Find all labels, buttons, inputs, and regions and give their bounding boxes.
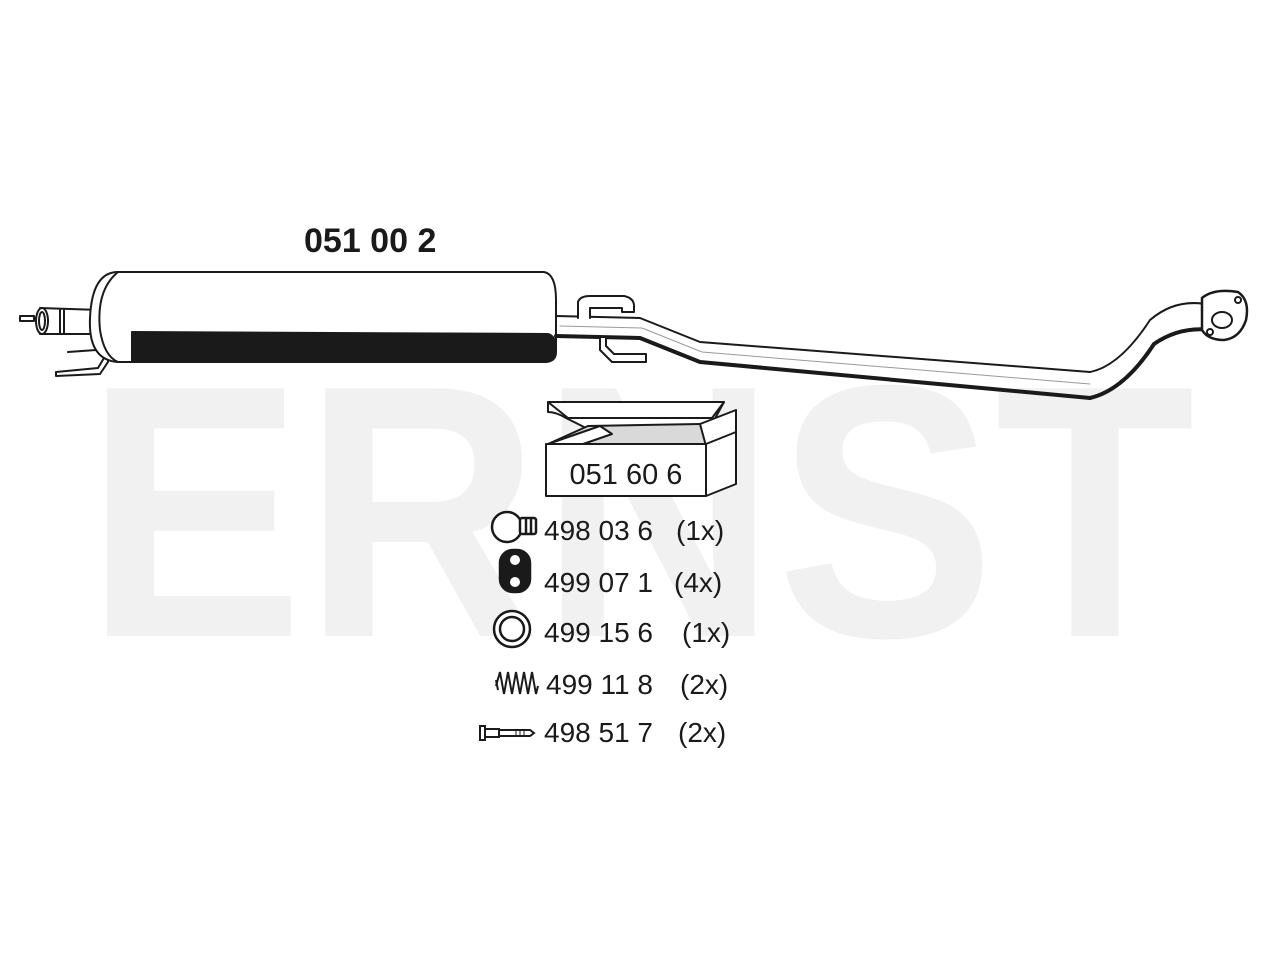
part-number: 499 07 1	[544, 567, 653, 598]
outlet-flange-bore	[1211, 311, 1233, 329]
seal-ring-icon	[492, 609, 532, 649]
bolt-icon	[479, 725, 536, 741]
pipe-bottom-hanger	[599, 337, 647, 363]
silencer-end-cap	[98, 271, 119, 363]
part-number: 499 15 6	[544, 617, 653, 648]
assembly-part-number: 051 00 2	[304, 222, 436, 260]
middle-silencer-drawing	[19, 271, 1249, 400]
part-quantity: (2x)	[678, 717, 726, 748]
part-quantity: (1x)	[676, 515, 724, 546]
parts-list: 498 03 6 (1x) 499 07 1 (4x) 499 15 6 (1x…	[544, 515, 730, 748]
tail-pipe-lower-edge	[554, 327, 1214, 400]
part-quantity: (4x)	[674, 567, 722, 598]
part-quantity: (2x)	[680, 669, 728, 700]
part-quantity: (1x)	[682, 617, 730, 648]
part-number: 499 11 8	[546, 669, 653, 700]
rubber-hanger-icon	[498, 548, 532, 594]
part-number: 498 03 6	[544, 515, 653, 546]
kit-box-part-number: 051 60 6	[570, 459, 683, 491]
spring-icon	[495, 671, 539, 695]
pipe-top-hanger	[577, 295, 635, 319]
ernst-watermark-logo: ERNST	[85, 311, 1195, 713]
tail-pipe-upper-edge	[555, 302, 1215, 373]
pipe-clamp-icon	[490, 510, 538, 544]
inlet-stub	[19, 315, 35, 322]
kit-box-front	[545, 443, 707, 497]
part-number: 498 51 7	[544, 717, 653, 748]
silencer-shade-band	[131, 331, 557, 363]
fitting-kit-box	[545, 401, 737, 497]
